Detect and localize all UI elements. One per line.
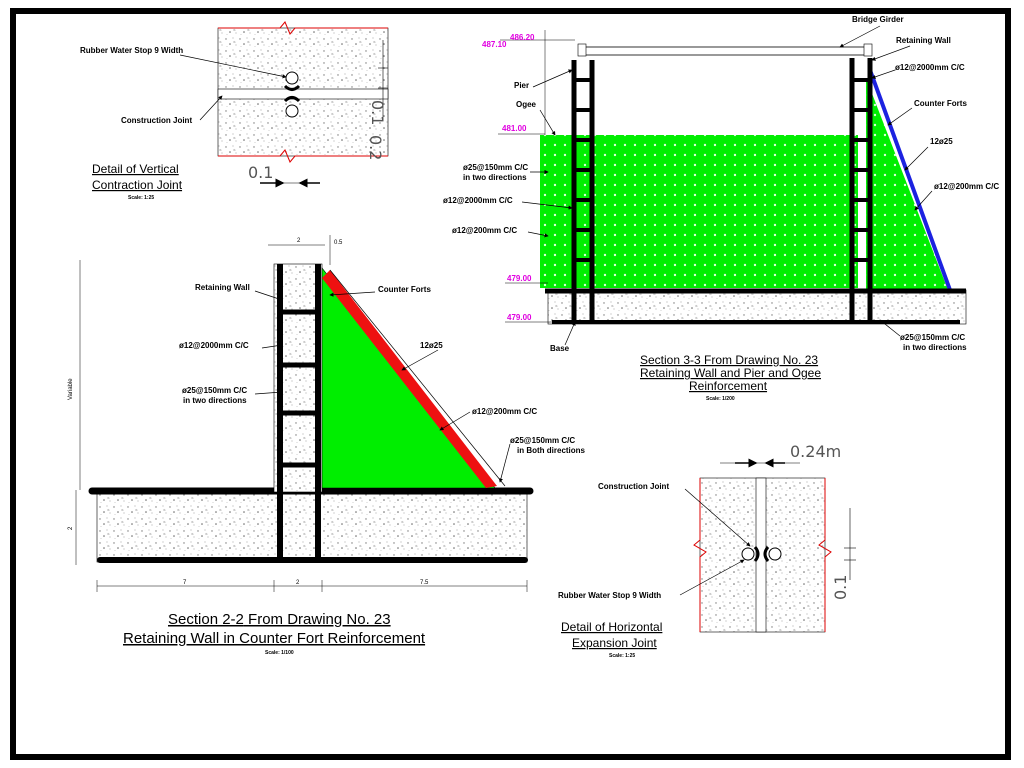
s33-wall-label: Retaining Wall	[896, 36, 951, 45]
s33-title-2: Retaining Wall and Pier and Ogee	[640, 366, 821, 380]
s22-title-2: Retaining Wall in Counter Fort Reinforce…	[123, 630, 426, 647]
s33-title-3: Reinforcement	[689, 379, 768, 393]
vertical-joint-detail: Rubber Water Stop 9 Width Construction J…	[80, 21, 389, 201]
s33-ogee-label: Ogee	[516, 100, 537, 109]
waterstop-bulb-bottom	[285, 104, 299, 118]
hjoint-bulb-right	[768, 547, 782, 561]
vjoint-waterstop-label: Rubber Water Stop 9 Width	[80, 46, 183, 55]
horizontal-joint-detail: 0.24m 0.1 Construction Joint Rubber Wate…	[558, 442, 856, 659]
s33-forts-label: Counter Forts	[914, 99, 967, 108]
vjoint-title-1: Detail of Vertical	[92, 162, 179, 176]
vjoint-dim-a: 0.1	[368, 100, 387, 125]
s33-base-slab	[547, 289, 967, 325]
s22-dim-bot-left: 7	[183, 580, 187, 586]
hjoint-dim-top: 0.24m	[790, 442, 841, 461]
vjoint-dim-width: 0.1	[248, 163, 273, 182]
hjoint-title-1: Detail of Horizontal	[561, 620, 662, 634]
s22-dim-base: 2	[68, 526, 74, 530]
hjoint-joint-label: Construction Joint	[598, 482, 669, 491]
s33-bridge-girder	[581, 46, 869, 56]
vjoint-title-2: Contraction Joint	[92, 178, 183, 192]
s33-brb-label: in two directions	[903, 343, 967, 352]
s33-l1-label: ø25@150mm C/C	[463, 163, 528, 172]
s33-l1b-label: in two directions	[463, 173, 527, 182]
s22-base-slab	[96, 491, 528, 563]
s22-rebar4-label: ø25@150mm C/C	[510, 436, 575, 445]
vjoint-dim-b: 0.2	[366, 135, 385, 160]
s33-retaining-wall	[849, 58, 873, 322]
sheet-border	[10, 8, 1011, 760]
section-3-3: 486.20 487.10 481.00 479.00 479.00 Bridg…	[443, 15, 999, 402]
s22-dim-top-right: 0.5	[334, 240, 343, 246]
vjoint-scale: Scale: 1:25	[128, 195, 154, 201]
waterstop-bulb-top	[285, 71, 299, 85]
s33-lvl-487: 487.10	[482, 40, 507, 49]
s22-rebar3-label: ø12@200mm C/C	[472, 407, 537, 416]
s22-title-1: Section 2-2 From Drawing No. 23	[168, 611, 391, 628]
s33-main-label: 12ø25	[930, 137, 953, 146]
section-2-2: Retaining Wall Counter Forts ø12@2000mm …	[68, 235, 586, 656]
s33-l2-label: ø12@2000mm C/C	[443, 196, 513, 205]
hjoint-dim-side: 0.1	[831, 575, 850, 600]
s22-scale: Scale: 1/100	[265, 650, 294, 656]
s33-br-label: ø25@150mm C/C	[900, 333, 965, 342]
s33-r2-label: ø12@200mm C/C	[934, 182, 999, 191]
s22-dim-bot-mid: 2	[296, 580, 300, 586]
s22-dim-bot-right: 7.5	[420, 580, 429, 586]
s22-forts-label: Counter Forts	[378, 285, 431, 294]
s33-pier	[571, 60, 595, 322]
s33-girder-label: Bridge Girder	[852, 15, 904, 24]
s33-base-label: Base	[550, 344, 570, 353]
s33-lvl-486: 486.20	[510, 33, 535, 42]
s33-pier-label: Pier	[514, 81, 529, 90]
s33-lvl-479b: 479.00	[507, 313, 532, 322]
s33-ogee-fill	[540, 135, 858, 288]
s22-main-bars	[322, 270, 497, 488]
s22-dim-variable: Variable	[68, 378, 74, 400]
s33-lvl-479a: 479.00	[507, 274, 532, 283]
hjoint-scale: Scale: 1:25	[609, 653, 635, 659]
s33-r1-label: ø12@2000mm C/C	[895, 63, 965, 72]
s22-main-label: 12ø25	[420, 341, 443, 350]
s22-rebar2-label: ø25@150mm C/C	[182, 386, 247, 395]
s33-counter-fort-fill	[866, 78, 948, 290]
hjoint-bulb-left	[741, 547, 755, 561]
s33-title-1: Section 3-3 From Drawing No. 23	[640, 353, 818, 367]
s22-rebar1-label: ø12@2000mm C/C	[179, 341, 249, 350]
s22-wall-label: Retaining Wall	[195, 283, 250, 292]
hjoint-title-2: Expansion Joint	[572, 636, 657, 650]
s33-scale: Scale: 1/200	[706, 396, 735, 402]
vjoint-joint-label: Construction Joint	[121, 116, 192, 125]
hjoint-waterstop-label: Rubber Water Stop 9 Width	[558, 591, 661, 600]
s33-lvl-481: 481.00	[502, 124, 527, 133]
s22-rebar2b-label: in two directions	[183, 396, 247, 405]
s22-dim-top: 2	[297, 238, 301, 244]
s33-l3-label: ø12@200mm C/C	[452, 226, 517, 235]
s22-rebar4b-label: in Both directions	[517, 446, 586, 455]
